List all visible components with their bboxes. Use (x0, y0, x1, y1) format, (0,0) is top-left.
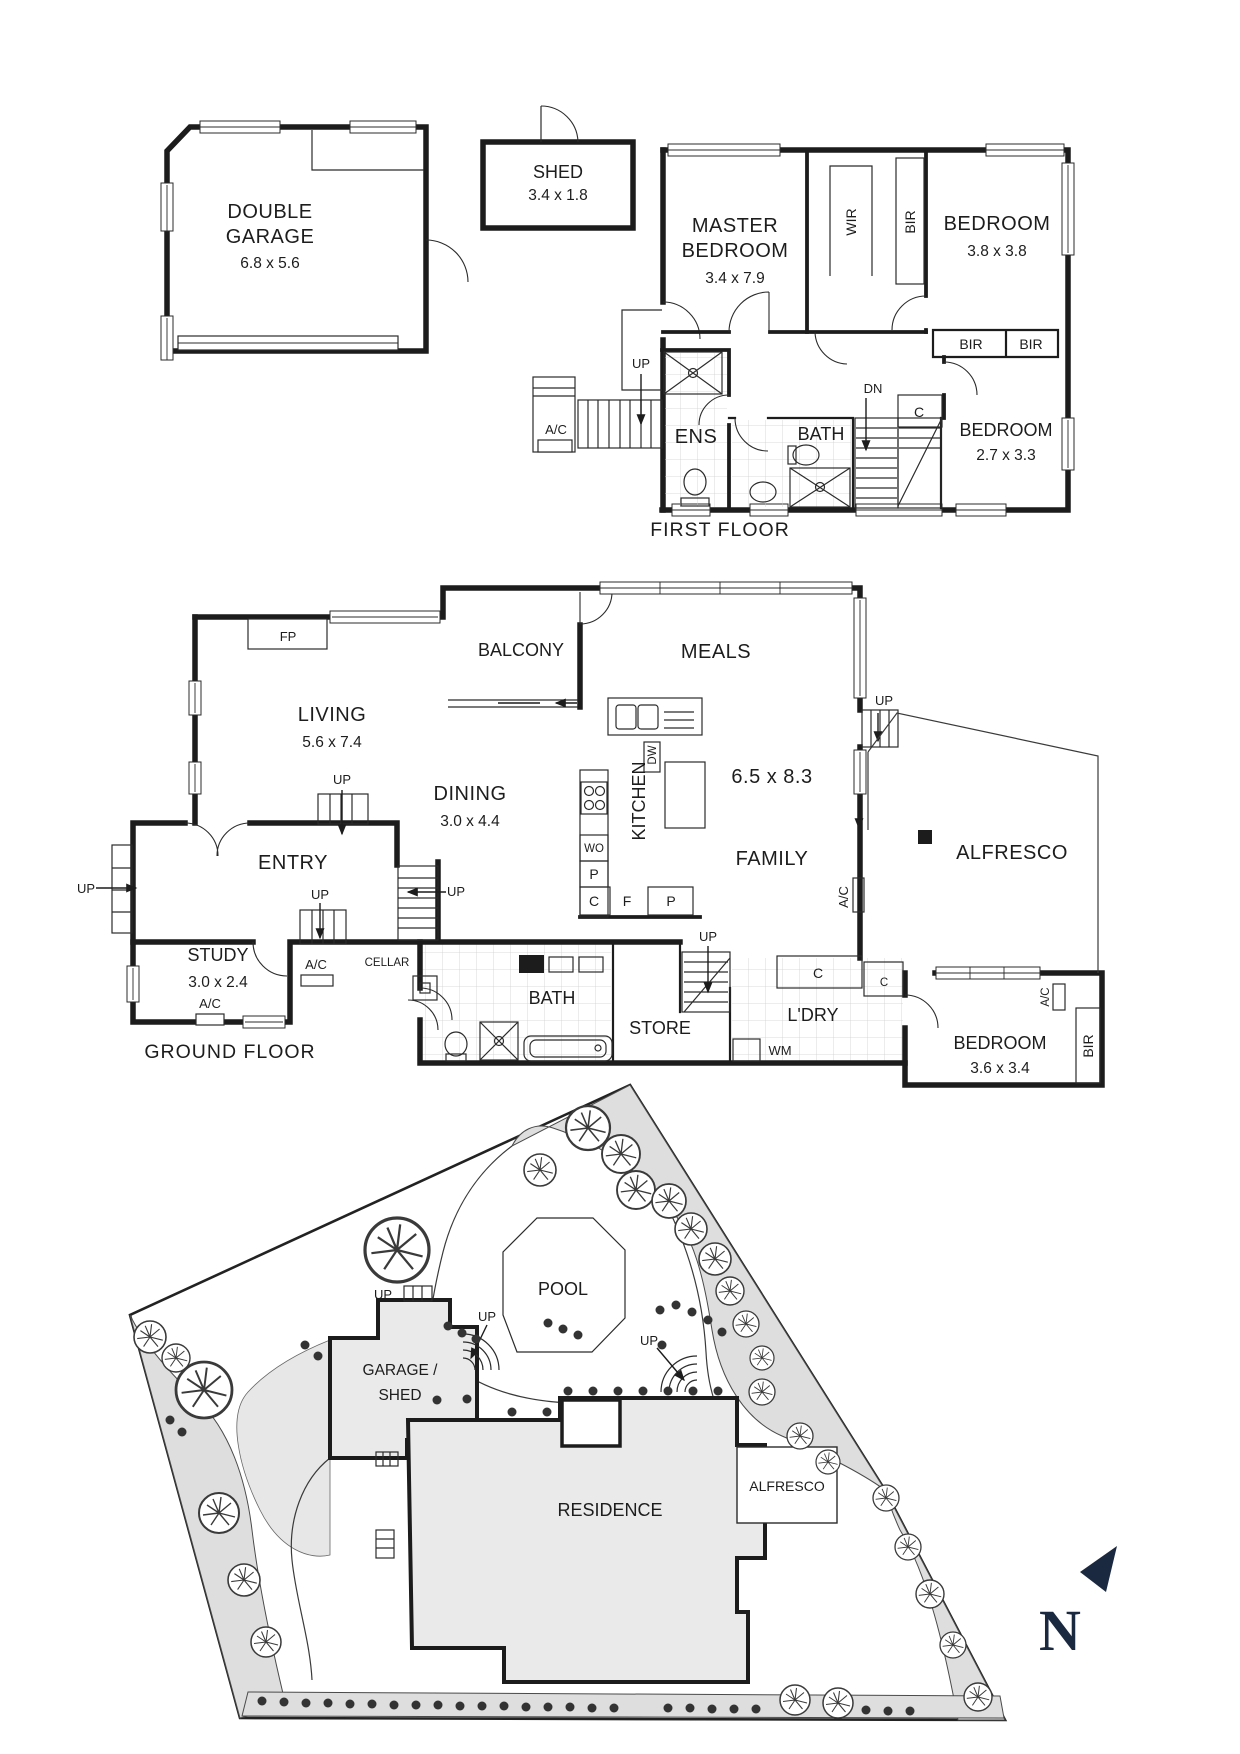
family-label: FAMILY (736, 848, 809, 870)
shed-label: SHED (533, 162, 583, 182)
cupboard-label-1f: C (914, 404, 924, 420)
bir-label-row2: BIR (1019, 336, 1042, 352)
north-arrow-icon (1080, 1546, 1117, 1592)
bath-label-gf: BATH (529, 988, 576, 1008)
dn-label: DN (864, 381, 883, 396)
first-floor-plan: DOUBLE GARAGE 6.8 x 5.6 SHED 3.4 x 1.8 (160, 105, 1075, 541)
dining-dims: 3.0 x 4.4 (440, 813, 500, 830)
shed-walls (480, 105, 636, 231)
double-garage-label-line2: GARAGE (226, 226, 315, 248)
bedroom-gf-label: BEDROOM (953, 1033, 1046, 1053)
master-bedroom-dims: 3.4 x 7.9 (705, 270, 764, 287)
up-label-meals: UP (875, 693, 893, 708)
up-label-hall: UP (447, 884, 465, 899)
up-label-porch: UP (77, 881, 95, 896)
ac-label-1f: A/C (545, 422, 567, 437)
ens-label: ENS (675, 426, 718, 448)
bedroom-1f-b-dims: 2.7 x 3.3 (976, 447, 1035, 464)
cellar-label: CELLAR (365, 957, 410, 969)
site-residence-building (405, 1396, 767, 1684)
double-garage-label-line1: DOUBLE (227, 201, 312, 223)
up-label-living: UP (333, 772, 351, 787)
master-bedroom-label-line1: MASTER (692, 215, 778, 237)
p-label-2: P (666, 893, 675, 909)
ac-label-study: A/C (199, 996, 221, 1011)
double-garage-walls (160, 120, 469, 361)
dining-label: DINING (434, 783, 507, 805)
up-label-1f-stairs: UP (632, 356, 650, 371)
wir-label: WIR (843, 208, 859, 235)
first-floor-title: FIRST FLOOR (650, 519, 790, 541)
balcony-label: BALCONY (478, 640, 564, 660)
entry-label: ENTRY (258, 852, 328, 874)
north-label: N (1039, 1598, 1081, 1663)
fp-label: FP (280, 629, 297, 644)
store-label: STORE (629, 1018, 691, 1038)
ground-floor-title: GROUND FLOOR (144, 1041, 315, 1063)
c-label-kitchen: C (589, 893, 599, 909)
garage-shed-label-line2: SHED (378, 1387, 421, 1404)
ground-floor-walls (96, 581, 1105, 1088)
ac-label-cellar: A/C (305, 957, 327, 972)
bedroom-1f-b-label: BEDROOM (959, 420, 1052, 440)
dw-label: DW (647, 745, 659, 764)
site-plan: POOL GARAGE / SHED RESIDENCE ALFRESCO UP… (128, 1083, 1117, 1722)
family-meals-dims: 6.5 x 8.3 (731, 766, 812, 788)
shrub-dots (165, 1300, 915, 1716)
kitchen-label: KITCHEN (629, 761, 649, 840)
bedroom-gf-dims: 3.6 x 3.4 (970, 1060, 1030, 1077)
master-bedroom-label-line2: BEDROOM (682, 240, 789, 262)
first-floor-walls (532, 143, 1075, 517)
wm-label: WM (768, 1043, 791, 1058)
shed-dims: 3.4 x 1.8 (528, 187, 587, 204)
f-label: F (623, 893, 632, 909)
up-label-store: UP (699, 929, 717, 944)
bir-label-1f: BIR (902, 210, 918, 233)
pool-outline (502, 1217, 626, 1353)
alfresco-label-site: ALFRESCO (749, 1478, 825, 1494)
study-label: STUDY (187, 945, 248, 965)
up-label-site-pool-right: UP (640, 1333, 658, 1348)
bath-label-1f: BATH (798, 424, 845, 444)
bir-label-row1: BIR (959, 336, 982, 352)
up-label-entry: UP (311, 887, 329, 902)
double-garage-dims: 6.8 x 5.6 (240, 255, 299, 272)
c-label-closet-small: C (880, 977, 888, 989)
ac-label-family: A/C (836, 886, 851, 908)
study-dims: 3.0 x 2.4 (188, 974, 248, 991)
up-label-site-pool-left: UP (478, 1309, 496, 1324)
alfresco-label-gf: ALFRESCO (956, 842, 1068, 864)
laundry-label: L'DRY (787, 1005, 838, 1025)
meals-label: MEALS (681, 641, 751, 663)
bedroom-1f-a-label: BEDROOM (944, 213, 1051, 235)
garage-shed-label-line1: GARAGE / (363, 1362, 439, 1379)
north-compass: N (1039, 1546, 1117, 1663)
bedroom-1f-a-dims: 3.8 x 3.8 (967, 243, 1026, 260)
living-label: LIVING (298, 704, 367, 726)
wo-label: WO (584, 843, 604, 855)
ground-floor-plan: FP LIVING 5.6 x 7.4 BALCONY MEALS UP 6.5… (77, 581, 1105, 1088)
residence-label: RESIDENCE (557, 1500, 662, 1520)
p-label-1: P (589, 866, 598, 882)
up-label-site-garage: UP (374, 1287, 392, 1302)
pool-label: POOL (538, 1279, 588, 1299)
bir-label-gf: BIR (1080, 1034, 1096, 1057)
ac-label-bedroom-gf: A/C (1040, 987, 1052, 1006)
living-dims: 5.6 x 7.4 (302, 734, 362, 751)
c-label-closet: C (813, 965, 823, 981)
